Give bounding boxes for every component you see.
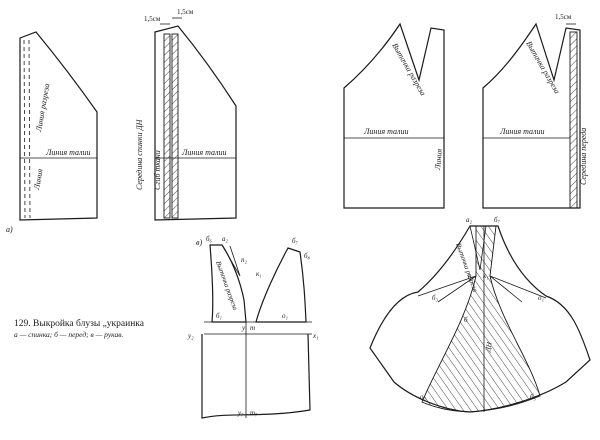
sleeve-inner-right [489, 275, 547, 303]
back-piece-1-slit-label-lower: Линия [32, 168, 45, 192]
sleeve-pt-p2: п₂ [468, 272, 475, 280]
sleeve-dart-lines [469, 225, 487, 271]
panel-letter-a: а) [6, 225, 13, 234]
pt-a2: а₂ [222, 235, 229, 243]
figure-caption: 129. Выкройка блузы „украинка а — спинка… [14, 318, 204, 340]
sleeve-pt-o2: о₂ [420, 393, 427, 401]
sleeve-pt-a2: а₂ [466, 216, 473, 224]
sleeve-hatched-wedge [421, 225, 541, 413]
back-piece-1-dash-2 [28, 39, 31, 219]
sleeve-inner-left [417, 275, 477, 303]
draft-dart-lines [221, 244, 241, 277]
pt-y: у [241, 324, 246, 332]
front-piece-2-dim: 1,5см [555, 13, 572, 21]
front-piece-2-outline [482, 22, 581, 209]
sleeve-pt-b3: б₃ [432, 294, 439, 302]
back-piece-2-fold-label: Сгиб ткани [153, 150, 162, 190]
pt-b1: б₁ [216, 312, 222, 320]
pt-t7: т₇ [250, 409, 258, 417]
sleeve-pt-k1: к₁ [483, 272, 489, 280]
back-piece-1-waist-label: Линия талии [45, 148, 90, 157]
back-piece-2-dim-right: 1,5см [177, 8, 194, 16]
pt-x1: х₁ [312, 332, 319, 340]
front-pattern-piece-1: Линия талии Вытачка разреза Линия [343, 22, 445, 209]
draft-lower-body [201, 333, 311, 419]
sleeve-pt-dn: ДН [484, 341, 494, 354]
draft-right-armhole [255, 247, 307, 323]
back-piece-2-waist-label: Линия талии [181, 148, 226, 157]
sleeve-draft: а₂ б₇ Выточка разреза п₂ к₁ б₃ о₁ б ДН о… [369, 216, 591, 413]
front-piece-2-dart-label: Вытачка разреза [524, 40, 561, 96]
pt-o1: о₁ [282, 312, 288, 320]
front-piece-2-hatched-strip [569, 31, 578, 209]
draft-dart-label: Выточка разреза [214, 260, 239, 312]
pt-y2: у₂ [187, 332, 194, 340]
front-piece-1-waist-label: Линия талии [363, 127, 408, 136]
back-piece-1-dash-1 [23, 39, 26, 219]
front-piece-1-outline [343, 22, 445, 209]
front-pattern-piece-2: Линия талии 1,5см Вытачка разреза Середи… [482, 13, 588, 209]
sleeve-pt-o1: о₁ [538, 294, 544, 302]
pt-t: т [250, 324, 255, 332]
back-piece-1-outline [19, 31, 98, 221]
front-piece-2-waist-label: Линия талии [499, 127, 544, 136]
caption-subtitle: а — спинка; б — перед; в — рукав. [14, 330, 124, 339]
front-piece-1-side-label: Линия [433, 148, 444, 171]
back-piece-2-outline [154, 25, 237, 221]
pt-b8: б₈ [304, 252, 311, 260]
sleeve-pt-b7: б₇ [494, 216, 501, 224]
pt-b6: б₆ [206, 235, 213, 243]
back-piece-2-dim-left: 1,5см [144, 15, 161, 23]
combined-draft: в) Выточка разреза б₆ а₂ п₂ к₁ б₇ б₈ б₁ … [187, 235, 319, 419]
caption-title: 129. Выкройка блузы „украинка [14, 319, 144, 329]
back-pattern-piece-1: а) Линия талии Линия разреза Линия [6, 31, 98, 234]
pt-y7: у₇ [237, 409, 244, 417]
back-piece-2-hatched-strip-2 [171, 33, 179, 219]
back-piece-1-slit-label: Линия разреза [34, 83, 52, 134]
panel-letter-c: в) [196, 238, 202, 247]
pt-k1: к₁ [256, 270, 262, 278]
sleeve-pt-b: б [464, 316, 468, 324]
pt-b7: б₇ [292, 237, 299, 245]
pt-p2: п₂ [241, 256, 248, 264]
back-piece-2-hatched-strip-1 [163, 33, 171, 219]
front-piece-2-front-label: Середина переда [579, 128, 588, 185]
back-pattern-piece-2: Линия талии 1,5см 1,5см Сгиб ткани Серед… [135, 8, 237, 221]
sleeve-pt-b5: б₅ [530, 393, 537, 401]
back-piece-2-back-label: Середина спинки ДН [135, 118, 144, 190]
